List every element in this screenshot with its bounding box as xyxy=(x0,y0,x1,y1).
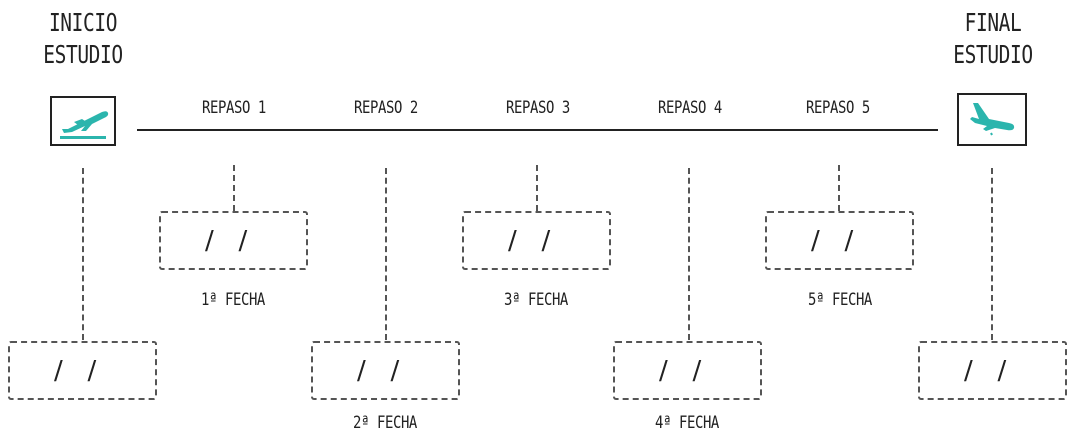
connector-review-5 xyxy=(838,165,840,211)
connector-review-3 xyxy=(536,165,538,211)
date-box-review-1[interactable]: / / xyxy=(159,211,308,270)
connector-review-2 xyxy=(385,168,387,340)
connector-review-1 xyxy=(233,165,235,211)
review-label-2: REPASO 2 xyxy=(354,98,418,118)
date-box-review-2[interactable]: / / xyxy=(311,341,460,400)
date-separator: / / xyxy=(54,356,97,386)
date-separator: / / xyxy=(811,226,854,256)
review-label-3: REPASO 3 xyxy=(506,98,570,118)
date-label-1: 1ª FECHA xyxy=(201,290,265,310)
date-label-2: 2ª FECHA xyxy=(353,413,417,433)
airplane-takeoff-icon xyxy=(60,111,109,139)
connector-review-4 xyxy=(688,168,690,340)
date-label-5: 5ª FECHA xyxy=(808,290,872,310)
date-box-review-3[interactable]: / / xyxy=(462,211,611,270)
date-separator: / / xyxy=(357,356,400,386)
end-icon-frame xyxy=(957,93,1027,146)
airplane-landing-icon xyxy=(970,103,1015,136)
end-title-line1: FINAL xyxy=(964,8,1022,37)
date-separator: / / xyxy=(205,226,248,256)
connector-start xyxy=(82,168,84,340)
review-label-5: REPASO 5 xyxy=(806,98,870,118)
review-label-1: REPASO 1 xyxy=(202,98,266,118)
start-title-line1: INICIO xyxy=(48,8,118,37)
timeline-line xyxy=(137,129,938,131)
date-box-review-5[interactable]: / / xyxy=(765,211,914,270)
date-separator: / / xyxy=(508,226,551,256)
end-title-line2: ESTUDIO xyxy=(953,40,1033,69)
start-icon-frame xyxy=(50,96,116,146)
date-label-4: 4ª FECHA xyxy=(655,413,719,433)
connector-end xyxy=(991,168,993,340)
review-label-4: REPASO 4 xyxy=(658,98,722,118)
date-label-3: 3ª FECHA xyxy=(504,290,568,310)
date-separator: / / xyxy=(659,356,702,386)
date-box-end[interactable]: / / xyxy=(918,341,1067,400)
date-box-review-4[interactable]: / / xyxy=(613,341,762,400)
date-box-start[interactable]: / / xyxy=(8,341,157,400)
start-title-line2: ESTUDIO xyxy=(43,40,123,69)
date-separator: / / xyxy=(964,356,1007,386)
